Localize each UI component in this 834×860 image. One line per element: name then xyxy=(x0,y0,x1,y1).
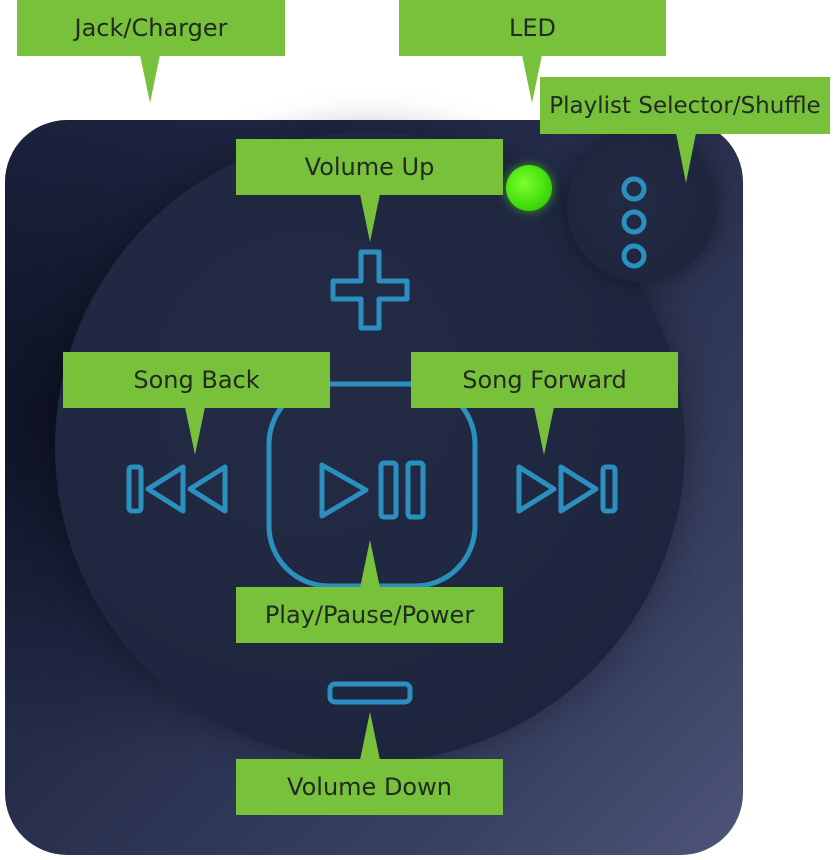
play-icon xyxy=(319,462,369,519)
callout-led: LED xyxy=(399,0,666,56)
callout-pointer xyxy=(360,194,380,242)
skip-forward-icon[interactable] xyxy=(516,464,618,514)
callout-label: Song Forward xyxy=(462,366,627,394)
plus-icon[interactable] xyxy=(330,249,410,331)
callout-pointer xyxy=(534,407,554,455)
callout-pointer xyxy=(185,407,205,455)
pause-icon xyxy=(378,460,426,520)
callout-pointer xyxy=(140,55,160,103)
callout-song-forward: Song Forward xyxy=(411,352,678,408)
callout-playlist: Playlist Selector/Shuffle xyxy=(540,77,830,134)
callout-label: Volume Down xyxy=(287,773,452,801)
callout-label: Play/Pause/Power xyxy=(264,601,475,629)
callout-pointer xyxy=(522,55,542,103)
callout-song-back: Song Back xyxy=(63,352,330,408)
callout-volume-down: Volume Down xyxy=(236,759,503,815)
minus-icon[interactable] xyxy=(327,681,413,705)
callout-volume-up: Volume Up xyxy=(236,139,503,195)
callout-pointer xyxy=(360,712,380,760)
skip-back-icon[interactable] xyxy=(126,464,228,514)
playlist-dots-icon[interactable] xyxy=(621,176,647,269)
callout-label: Song Back xyxy=(133,366,260,394)
led-indicator xyxy=(506,165,552,211)
callout-label: Volume Up xyxy=(304,153,435,181)
callout-label: Jack/Charger xyxy=(74,14,228,42)
callout-jack-charger: Jack/Charger xyxy=(17,0,285,56)
callout-pointer xyxy=(360,540,380,588)
callout-label: Playlist Selector/Shuffle xyxy=(549,92,821,119)
callout-label: LED xyxy=(508,14,556,42)
callout-pointer xyxy=(676,133,696,183)
callout-play-pause-power: Play/Pause/Power xyxy=(236,587,503,643)
